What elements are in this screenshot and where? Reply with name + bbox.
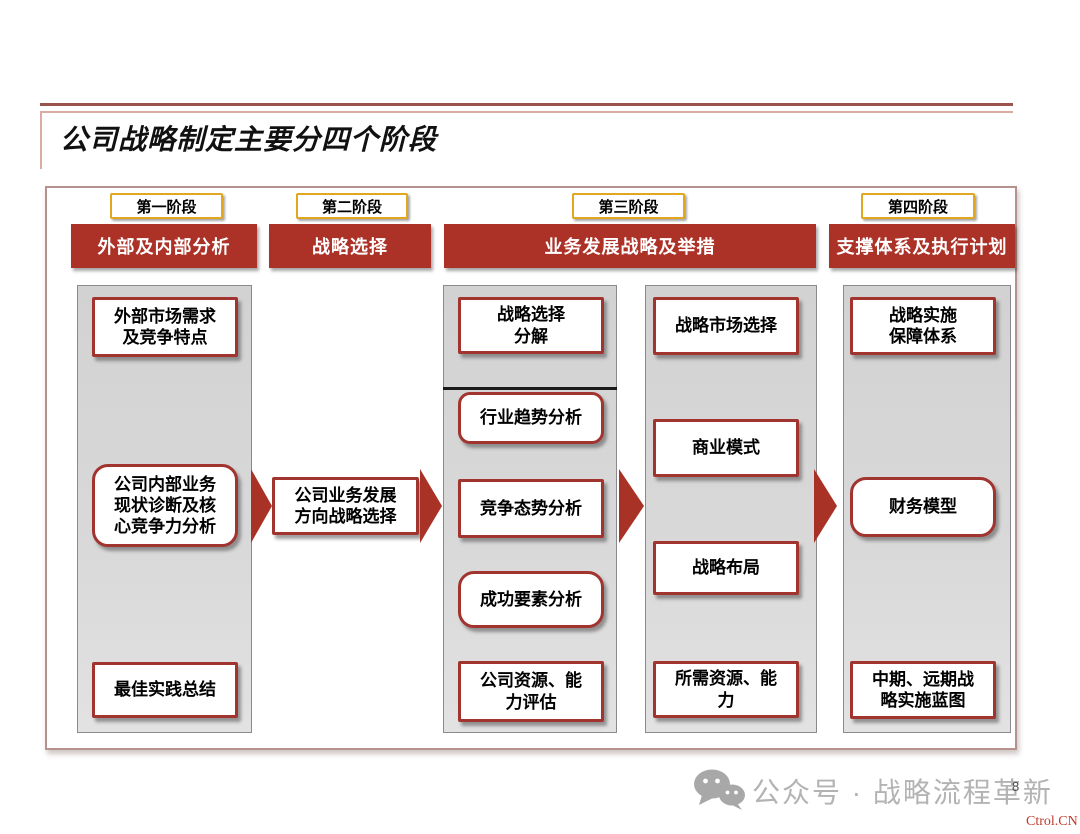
- title-top-rule: [40, 103, 1013, 106]
- title-corner-frame: [40, 111, 1013, 169]
- stage-label-3: 第三阶段: [572, 193, 685, 219]
- column-3a-divider: [443, 387, 617, 390]
- box-business-direction-choice: 公司业务发展 方向战略选择: [272, 477, 419, 535]
- banner-stage-2: 战略选择: [269, 224, 431, 268]
- site-watermark: Ctrol.CN: [1026, 814, 1078, 829]
- box-implementation-guarantee: 战略实施 保障体系: [850, 297, 996, 355]
- box-industry-trend: 行业趋势分析: [458, 392, 604, 444]
- box-mid-long-term-blueprint: 中期、远期战 略实施蓝图: [850, 661, 996, 719]
- stage-label-4: 第四阶段: [861, 193, 975, 219]
- stage-label-2-text: 第二阶段: [321, 198, 382, 216]
- box-business-model: 商业模式: [653, 419, 799, 477]
- banner-stage-3-text: 业务发展战略及举措: [544, 237, 716, 257]
- watermark-text: 公众号 · 战略流程革新: [752, 777, 1053, 808]
- box-financial-model: 财务模型: [850, 477, 996, 537]
- box-strategic-layout: 战略布局: [653, 541, 799, 595]
- box-resource-capability-eval: 公司资源、能 力评估: [458, 661, 604, 722]
- box-competitive-situation: 竞争态势分析: [458, 479, 604, 538]
- box-strategy-choice-decompose: 战略选择 分解: [458, 297, 604, 354]
- wechat-icon: [692, 768, 746, 810]
- stage-label-1-text: 第一阶段: [136, 198, 197, 216]
- stage-label-3-text: 第三阶段: [598, 198, 659, 216]
- stage-label-2: 第二阶段: [296, 193, 408, 219]
- box-external-market-demand: 外部市场需求 及竞争特点: [92, 297, 238, 357]
- page-number: 8: [1012, 779, 1020, 794]
- box-best-practice: 最佳实践总结: [92, 662, 238, 718]
- banner-stage-1: 外部及内部分析: [71, 224, 257, 268]
- banner-stage-3: 业务发展战略及举措: [444, 224, 816, 268]
- banner-stage-4-text: 支撑体系及执行计划: [836, 237, 1008, 257]
- box-strategic-market-choice: 战略市场选择: [653, 297, 799, 355]
- banner-stage-4: 支撑体系及执行计划: [829, 224, 1015, 268]
- box-success-factors: 成功要素分析: [458, 571, 604, 628]
- banner-stage-1-text: 外部及内部分析: [97, 237, 231, 257]
- stage-label-4-text: 第四阶段: [887, 198, 948, 216]
- stage-label-1: 第一阶段: [110, 193, 223, 219]
- banner-stage-2-text: 战略选择: [312, 237, 388, 257]
- page-title: 公司战略制定主要分四个阶段: [60, 124, 438, 155]
- box-internal-diagnosis: 公司内部业务 现状诊断及核 心竞争力分析: [92, 464, 238, 547]
- box-required-resources: 所需资源、能 力: [653, 661, 799, 718]
- column-stage-3b: [645, 285, 817, 733]
